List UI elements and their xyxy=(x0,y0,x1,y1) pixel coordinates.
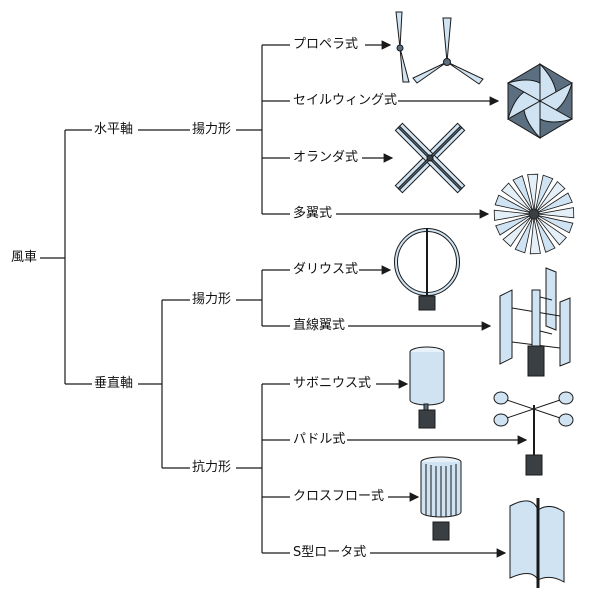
propeller-label: プロペラ式 xyxy=(292,37,360,53)
propeller-turbine-illustration xyxy=(395,11,484,85)
sail-wing-label: セイルウィング式 xyxy=(292,93,399,109)
tree-lines xyxy=(40,44,290,554)
dutch-turbine-illustration xyxy=(394,122,466,194)
horizontal-axis-label: 水平軸 xyxy=(93,122,135,138)
darrieus-label: ダリウス式 xyxy=(292,262,360,278)
cross-flow-turbine-illustration xyxy=(420,456,462,541)
darrieus-turbine-illustration xyxy=(394,228,460,311)
savonius-label: サボニウス式 xyxy=(292,376,373,392)
dutch-label: オランダ式 xyxy=(292,150,360,166)
multi-blade-turbine-illustration xyxy=(493,173,575,255)
paddle-turbine-illustration xyxy=(493,391,574,476)
paddle-label: パドル式 xyxy=(292,432,347,448)
straight-wing-turbine-illustration xyxy=(499,267,571,377)
straight-wing-label: 直線翼式 xyxy=(292,318,347,334)
s-rotor-label: S型ロータ式 xyxy=(292,545,368,561)
savonius-turbine-illustration xyxy=(409,346,445,429)
multi-blade-hub xyxy=(528,208,540,220)
horizontal-lift-type-label: 揚力形 xyxy=(191,122,233,138)
vertical-axis-label: 垂直軸 xyxy=(93,376,135,392)
drag-type-label: 抗力形 xyxy=(191,460,233,476)
s-rotor-turbine-illustration xyxy=(509,498,565,588)
root-label: 風車 xyxy=(10,250,39,266)
multi-blade-label: 多翼式 xyxy=(292,206,334,222)
sail-wing-turbine-illustration xyxy=(506,62,574,140)
vertical-lift-type-label: 揚力形 xyxy=(191,292,233,308)
arrows xyxy=(336,40,528,558)
cross-flow-label: クロスフロー式 xyxy=(292,489,386,505)
